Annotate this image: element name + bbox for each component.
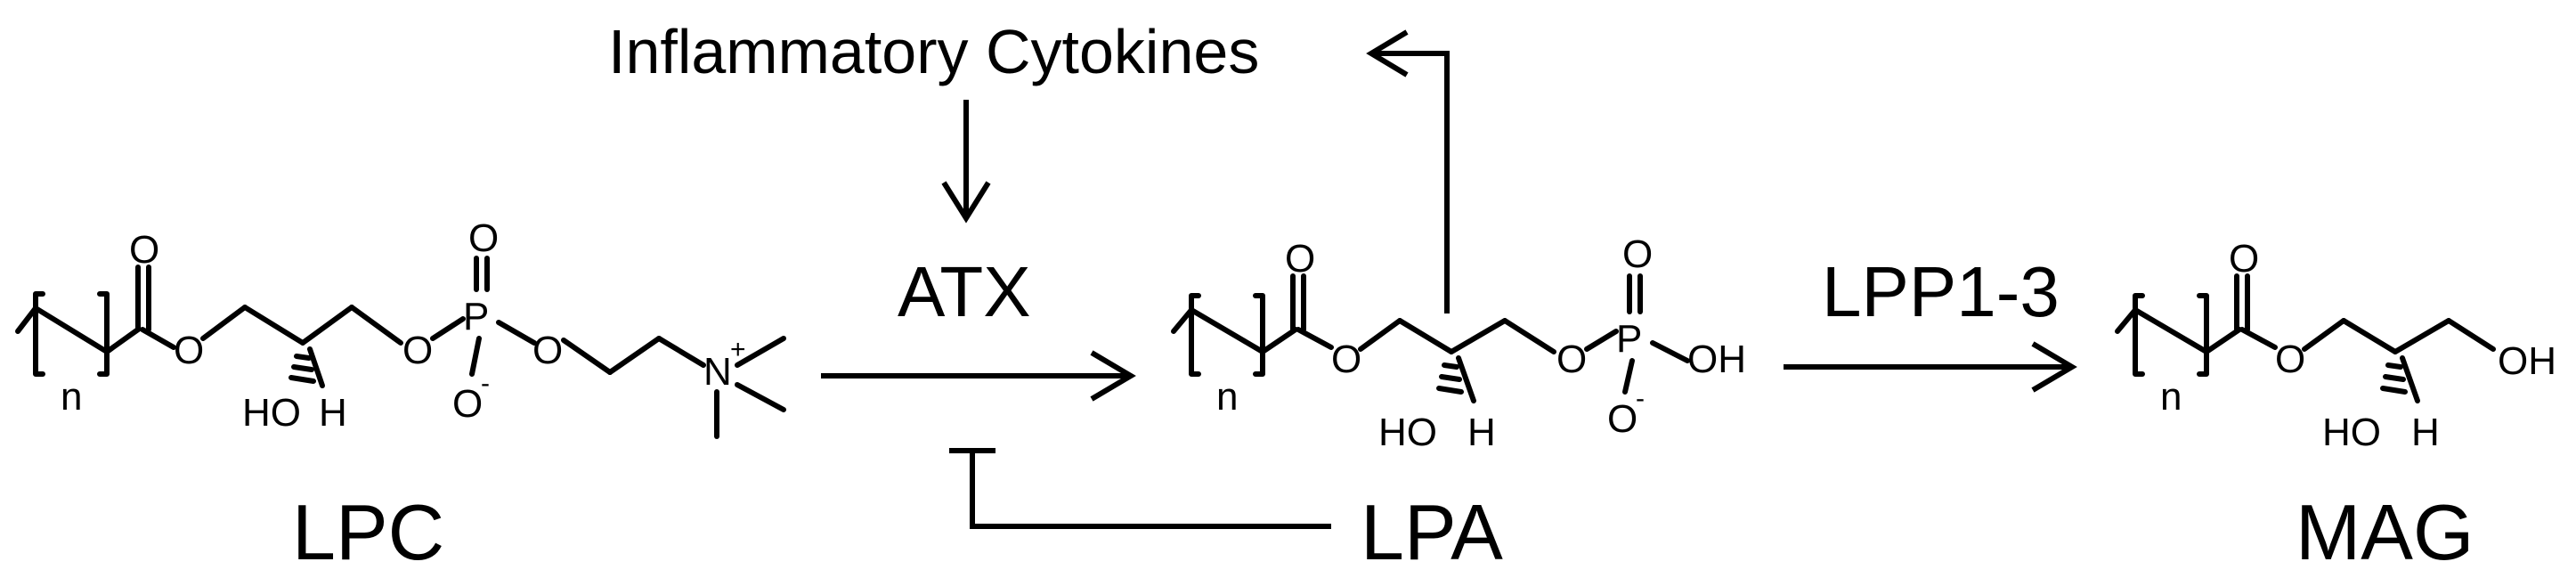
lpa-stereo-h: H bbox=[1467, 411, 1496, 454]
mag-hydroxyl-ho: HO bbox=[2322, 411, 2381, 454]
lpc-carbonyl-o: O bbox=[129, 228, 159, 272]
lpa-ester-o: O bbox=[1331, 338, 1361, 381]
lpa-inhibits-atx-line bbox=[949, 448, 1331, 529]
mag-hatched-bond bbox=[2380, 362, 2408, 395]
mag-ester-o: O bbox=[2275, 338, 2305, 381]
lpc-phosphate-o-minus: O bbox=[452, 382, 483, 426]
lpc-hatched-bond bbox=[288, 354, 316, 384]
lpc-phosphate-o3: O bbox=[532, 329, 563, 372]
lpc-charge-minus: - bbox=[481, 369, 490, 398]
lpa-to-cytokines-feedback-arrow bbox=[1366, 29, 1450, 313]
mag-stereo-h: H bbox=[2411, 411, 2440, 454]
lpc-ester-o: O bbox=[174, 329, 204, 372]
lpp-reaction-arrow bbox=[1784, 341, 2077, 393]
lpa-label: LPA bbox=[1361, 488, 1503, 576]
mag-hydroxyl-oh: OH bbox=[2498, 339, 2556, 383]
atx-reaction-arrow bbox=[821, 350, 1136, 402]
mag-repeat-n: n bbox=[2160, 375, 2182, 419]
lpa-hatched-bond bbox=[1436, 362, 1464, 395]
lpc-phosphate-o1: O bbox=[402, 329, 433, 372]
lpa-hydroxyl-oh: OH bbox=[1687, 338, 1746, 381]
mag-structure: n O O OH HO H bbox=[2115, 237, 2556, 454]
lpa-structure: n O O HO H O P O O - OH bbox=[1171, 232, 1746, 454]
lpc-hydroxyl-ho: HO bbox=[242, 391, 301, 435]
atx-label: ATX bbox=[898, 252, 1031, 331]
lpa-phosphorus: P bbox=[1616, 317, 1642, 361]
cytokines-to-atx-arrow bbox=[941, 100, 991, 224]
cytokines-label: Inflammatory Cytokines bbox=[608, 17, 1259, 86]
lpa-phosphate-o2: O bbox=[1622, 232, 1653, 276]
lpc-repeat-n: n bbox=[61, 375, 82, 419]
lpc-phosphorus: P bbox=[463, 295, 489, 338]
lpa-repeat-n: n bbox=[1216, 375, 1238, 419]
lpc-label: LPC bbox=[292, 488, 444, 576]
lpc-phosphate-o2: O bbox=[468, 216, 499, 260]
lpa-hydroxyl-ho: HO bbox=[1378, 411, 1437, 454]
lpa-carbonyl-o: O bbox=[1285, 237, 1315, 281]
lpa-charge-minus: - bbox=[1636, 384, 1645, 413]
lpp-label: LPP1-3 bbox=[1822, 252, 2060, 331]
lpc-structure: n O O HO H O P O O - O bbox=[15, 216, 786, 439]
mag-label: MAG bbox=[2296, 488, 2474, 576]
lpc-nitrogen: N bbox=[703, 350, 732, 394]
mag-carbonyl-o: O bbox=[2229, 237, 2259, 281]
lpc-stereo-h: H bbox=[319, 391, 347, 435]
lpa-phosphate-o-minus: O bbox=[1607, 397, 1637, 441]
lpa-phosphate-o1: O bbox=[1556, 338, 1587, 381]
lpc-charge-plus: + bbox=[730, 335, 746, 364]
